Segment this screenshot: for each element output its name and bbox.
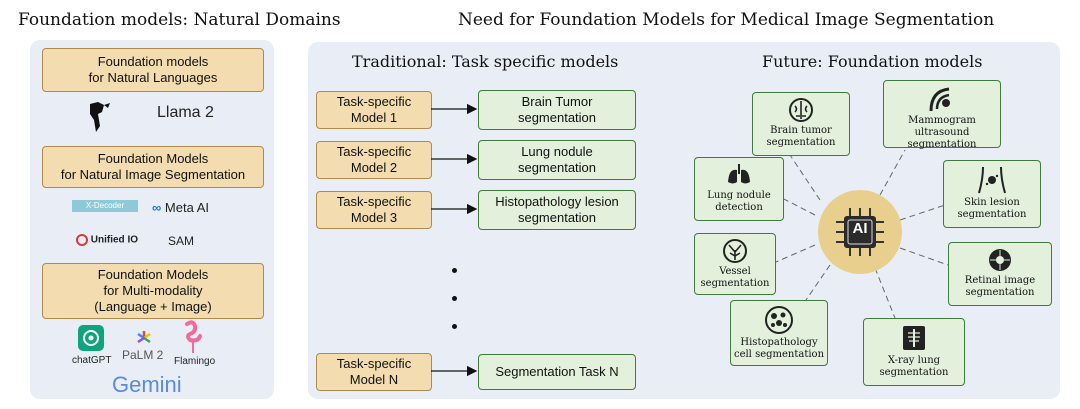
ai-spokes: [775, 149, 949, 319]
nlp-foundation-box: Foundation models for Natural Languages: [42, 48, 264, 92]
task-model-2: Task-specific Model 2: [316, 141, 432, 179]
brain-card-line1: Brain tumor: [770, 125, 832, 136]
mm-box-line2: for Multi-modality: [103, 283, 203, 298]
gemini-logo: Gemini: [112, 372, 182, 397]
chatgpt-logo-icon: [78, 325, 104, 351]
brain-card-line2: segmentation: [766, 137, 836, 148]
retinal-card-line1: Retinal image: [964, 275, 1036, 286]
histopathology-seg-box: Histopathology lesion segmentation: [478, 190, 636, 230]
model-3-line2: Model 3: [350, 210, 398, 225]
llama-2-label: Llama 2: [157, 104, 214, 121]
model-2-line1: Task-specific: [336, 144, 412, 159]
llama-logo-icon: [84, 96, 118, 134]
natural-domains-panel: [30, 40, 274, 399]
flamingo-logo-icon: [178, 320, 208, 354]
brain-tumor-seg-box: Brain Tumor segmentation: [478, 90, 636, 130]
seg-3-line2: segmentation: [517, 210, 597, 225]
multimodal-foundation-box: Foundation Models for Multi-modality (La…: [42, 263, 264, 319]
skin-card-line2: segmentation: [957, 209, 1027, 220]
seg-n-label: Segmentation Task N: [495, 364, 619, 379]
unified-io-icon: [76, 234, 88, 246]
meta-ai-logo: ∞ Meta AI: [152, 200, 209, 215]
skin-lesion-icon: [977, 165, 1007, 195]
xray-lung-card: X-ray lung segmentation: [863, 318, 965, 386]
imgseg-box-line1: Foundation Models: [97, 151, 209, 166]
unified-io-logo: Unified IO: [76, 234, 138, 246]
seg-1-line1: Brain Tumor: [521, 94, 593, 109]
brain-icon: [788, 97, 814, 123]
retinal-card: Retinal image segmentation: [948, 242, 1052, 306]
cell-icon: [764, 305, 794, 335]
ellipsis-dot-2: [452, 296, 457, 301]
histo-card-line2: cell segmentation: [733, 349, 825, 360]
skin-lesion-card: Skin lesion segmentation: [943, 160, 1041, 228]
meta-infinity-icon: ∞: [152, 200, 162, 215]
histopathology-card: Histopathology cell segmentation: [730, 300, 828, 366]
mammogram-icon: [927, 85, 957, 113]
model-2-line2: Model 2: [350, 160, 398, 175]
skin-card-line1: Skin lesion: [964, 197, 1020, 208]
vessel-card-line2: segmentation: [700, 278, 770, 289]
image-seg-foundation-box: Foundation Models for Natural Image Segm…: [42, 146, 264, 188]
retinal-card-line2: segmentation: [965, 287, 1035, 298]
nlp-box-line1: Foundation models: [97, 54, 209, 69]
model-1-line2: Model 1: [350, 110, 398, 125]
model-n-line2: Model N: [349, 372, 399, 387]
ai-label: AI: [852, 220, 868, 237]
mammogram-card: Mammogram ultrasound segmentation: [883, 80, 1001, 150]
model-n-line1: Task-specific: [336, 356, 412, 371]
mammo-card-line1: Mammogram: [908, 115, 976, 126]
lung-nodule-card: Lung nodule detection: [694, 157, 784, 221]
retina-icon: [987, 247, 1013, 273]
left-section-title: Foundation models: Natural Domains: [18, 10, 341, 30]
model-3-line1: Task-specific: [336, 194, 412, 209]
lungs-icon: [725, 162, 753, 188]
mm-box-line1: Foundation Models: [97, 267, 209, 282]
imgseg-box-line2: for Natural Image Segmentation: [60, 167, 246, 182]
unified-io-label: Unified IO: [90, 234, 139, 246]
nlp-box-line2: for Natural Languages: [88, 70, 218, 85]
seg-1-line2: segmentation: [517, 110, 597, 125]
vessel-card: Vessel segmentation: [694, 233, 776, 295]
task-model-n: Task-specific Model N: [316, 353, 432, 391]
right-section-title: Need for Foundation Models for Medical I…: [458, 10, 995, 30]
traditional-title: Traditional: Task specific models: [352, 52, 619, 71]
seg-2-line2: segmentation: [517, 160, 597, 175]
x-decoder-logo: X-Decoder: [72, 200, 138, 212]
ellipsis-dot-1: [452, 268, 457, 273]
vessel-card-line1: Vessel: [719, 266, 751, 277]
task-model-3: Task-specific Model 3: [316, 191, 432, 229]
xray-card-line1: X-ray lung: [887, 355, 941, 366]
xray-card-line2: segmentation: [879, 367, 949, 378]
chatgpt-label: chatGPT: [72, 355, 112, 366]
flamingo-label: Flamingo: [174, 356, 216, 367]
task-model-1: Task-specific Model 1: [316, 91, 432, 129]
vessel-icon: [722, 238, 748, 264]
meta-ai-label: Meta AI: [164, 200, 209, 215]
mm-box-line3: (Language + Image): [94, 299, 212, 314]
model-1-line1: Task-specific: [336, 94, 412, 109]
palm-logo-icon: [136, 330, 152, 346]
xray-icon: [901, 324, 927, 352]
sam-label: SAM: [168, 234, 195, 248]
mammo-card-line2: ultrasound segmentation: [907, 127, 977, 150]
brain-tumor-card: Brain tumor segmentation: [752, 92, 850, 156]
seg-2-line1: Lung nodule: [521, 144, 593, 159]
lung-card-line1: Lung nodule: [707, 190, 771, 201]
future-title: Future: Foundation models: [762, 52, 983, 71]
ai-chip-icon: [834, 206, 886, 258]
palm-2-label: PaLM 2: [122, 348, 164, 362]
lung-nodule-seg-box: Lung nodule segmentation: [478, 140, 636, 180]
seg-3-line1: Histopathology lesion: [495, 194, 619, 209]
histo-card-line1: Histopathology: [740, 337, 818, 348]
ellipsis-dot-3: [452, 324, 457, 329]
segmentation-task-n-box: Segmentation Task N: [478, 354, 636, 390]
lung-card-line2: detection: [715, 202, 763, 213]
